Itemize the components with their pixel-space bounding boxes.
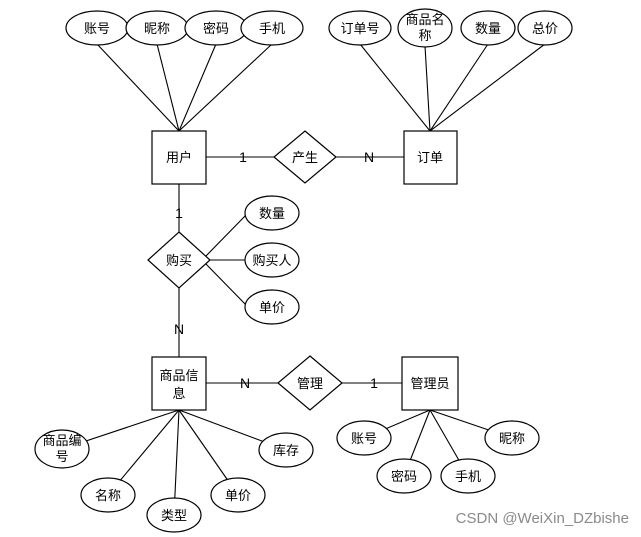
cardinality-user-produce: 1	[239, 149, 247, 165]
line-order-quantity	[429, 43, 489, 132]
attribute-product-type-label: 类型	[161, 509, 187, 524]
attribute-purchase-buyer: 购买人	[244, 242, 300, 278]
entity-admin: 管理员	[401, 356, 459, 411]
attribute-order-total: 总价	[517, 10, 573, 46]
attribute-admin-account-label: 账号	[351, 432, 377, 447]
attribute-user-password-label: 密码	[203, 21, 229, 37]
entity-admin-label: 管理员	[410, 377, 449, 392]
cardinality-product-manage: N	[240, 375, 250, 391]
attribute-admin-phone-label: 手机	[455, 470, 481, 485]
attribute-order-quantity: 数量	[460, 10, 516, 46]
attribute-purchase-quantity-label: 数量	[259, 207, 285, 222]
relationship-produce: 产生	[273, 130, 337, 184]
cardinality-produce-order: N	[364, 149, 374, 165]
attribute-product-stock: 库存	[258, 432, 314, 468]
attribute-user-nickname-label: 昵称	[144, 22, 170, 37]
relationship-manage: 管理	[277, 355, 343, 411]
cardinality-purchase-product: N	[174, 321, 184, 337]
attribute-order-no: 订单号	[328, 10, 392, 46]
relationship-purchase-label: 购买	[166, 253, 192, 269]
relationship-produce-label: 产生	[292, 151, 318, 166]
attribute-admin-password: 密码	[376, 458, 432, 494]
attribute-product-type: 类型	[146, 497, 202, 533]
attribute-purchase-price-label: 单价	[259, 301, 285, 316]
attribute-purchase-price: 单价	[244, 289, 300, 325]
attribute-order-quantity-label: 数量	[475, 22, 501, 37]
attribute-admin-nickname-label: 昵称	[499, 432, 525, 447]
attribute-product-stock-label: 库存	[273, 443, 299, 459]
attribute-admin-phone: 手机	[440, 458, 496, 494]
attribute-user-account: 账号	[65, 10, 129, 46]
attribute-product-name-label: 名称	[95, 488, 121, 504]
attribute-user-account-label: 账号	[84, 22, 110, 37]
attribute-order-product-name-line2: 称	[418, 29, 431, 44]
line-user-nickname	[156, 43, 180, 132]
relationship-purchase: 购买	[147, 231, 211, 289]
line-purchase-quantity	[203, 212, 249, 259]
attribute-order-total-label: 总价	[532, 22, 558, 37]
watermark-text: CSDN @WeiXin_DZbishe	[455, 510, 629, 527]
cardinality-manage-admin: 1	[370, 375, 378, 391]
attribute-admin-password-label: 密码	[391, 469, 417, 485]
attribute-product-price: 单价	[210, 477, 266, 513]
entity-product: 商品信 息	[151, 356, 207, 411]
line-user-password	[178, 43, 217, 132]
relationship-manage-label: 管理	[297, 377, 323, 392]
cardinality-user-purchase: 1	[175, 205, 183, 221]
entity-product-label-line2: 息	[172, 386, 185, 402]
entity-product-label-line1: 商品信	[159, 369, 198, 384]
attribute-order-product-name-line1: 商品名	[405, 12, 444, 28]
attribute-order-product-name: 商品名 称	[397, 8, 453, 48]
attribute-product-name: 名称	[80, 477, 136, 513]
entity-user-label: 用户	[166, 150, 192, 166]
attribute-admin-account: 账号	[336, 420, 392, 456]
attribute-user-nickname: 昵称	[125, 10, 189, 46]
line-order-no	[359, 43, 431, 132]
attribute-admin-nickname: 昵称	[484, 420, 540, 456]
entity-order-label: 订单	[417, 151, 443, 166]
line-order-product-name	[424, 45, 431, 132]
attribute-user-phone: 手机	[240, 10, 304, 46]
attribute-purchase-quantity: 数量	[244, 195, 300, 231]
entity-order: 订单	[403, 130, 458, 185]
attribute-product-no: 商品编 号	[34, 429, 90, 469]
line-purchase-price	[203, 261, 249, 308]
line-order-total	[429, 43, 546, 132]
attribute-product-no-line2: 号	[55, 450, 68, 465]
line-user-phone	[178, 43, 273, 132]
line-user-account	[96, 43, 180, 132]
attribute-purchase-buyer-label: 购买人	[252, 253, 291, 269]
attribute-user-phone-label: 手机	[259, 22, 285, 37]
attribute-product-no-line1: 商品编	[42, 434, 81, 449]
attribute-user-password: 密码	[184, 10, 248, 46]
attribute-order-no-label: 订单号	[340, 22, 379, 37]
entity-user: 用户	[151, 130, 207, 185]
attribute-product-price-label: 单价	[225, 489, 251, 504]
